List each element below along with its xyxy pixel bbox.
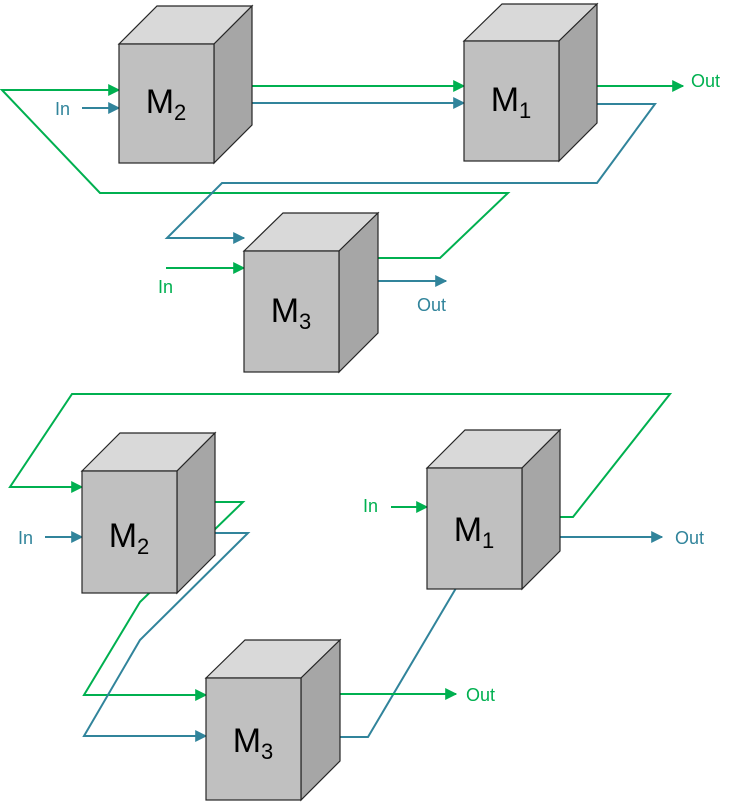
bottom-diagram: M2 M1 M3 In In Out Out xyxy=(8,393,704,802)
top-m3-label: M3 xyxy=(271,292,312,334)
bottom-module-m3: M3 xyxy=(204,638,342,802)
bottom-out-m1-label: Out xyxy=(675,528,704,548)
top-module-m3: M3 xyxy=(242,211,380,374)
bottom-m3-label: M3 xyxy=(233,722,274,764)
bottom-m1-label: M1 xyxy=(454,511,495,553)
top-out-m1-label: Out xyxy=(691,71,720,91)
bottom-m2-label: M2 xyxy=(109,517,150,559)
top-out-m3-label: Out xyxy=(417,295,446,315)
bottom-in-m1-label: In xyxy=(363,496,378,516)
top-m1-label: M1 xyxy=(491,81,532,123)
bottom-blue-m2-to-m3 xyxy=(82,532,251,742)
top-m2-label: M2 xyxy=(146,83,187,125)
top-module-m1: M1 xyxy=(462,2,599,163)
bottom-green-m2-to-m3 xyxy=(82,501,246,701)
top-blue-loop-m1-to-m3 xyxy=(164,103,657,244)
top-green-loop-m3-to-m2 xyxy=(0,84,511,259)
bottom-module-m1: M1 xyxy=(425,428,562,591)
top-diagram: M2 M1 M3 In In Out Out xyxy=(0,2,720,374)
top-in-m2-label: In xyxy=(55,99,70,119)
bottom-green-loop-m1-to-m2 xyxy=(8,393,673,518)
bottom-module-m2: M2 xyxy=(80,431,217,595)
top-module-m2: M2 xyxy=(117,4,254,165)
bottom-out-m3-label: Out xyxy=(466,685,495,705)
top-in-m3-label: In xyxy=(158,277,173,297)
bottom-in-m2-label: In xyxy=(18,528,33,548)
